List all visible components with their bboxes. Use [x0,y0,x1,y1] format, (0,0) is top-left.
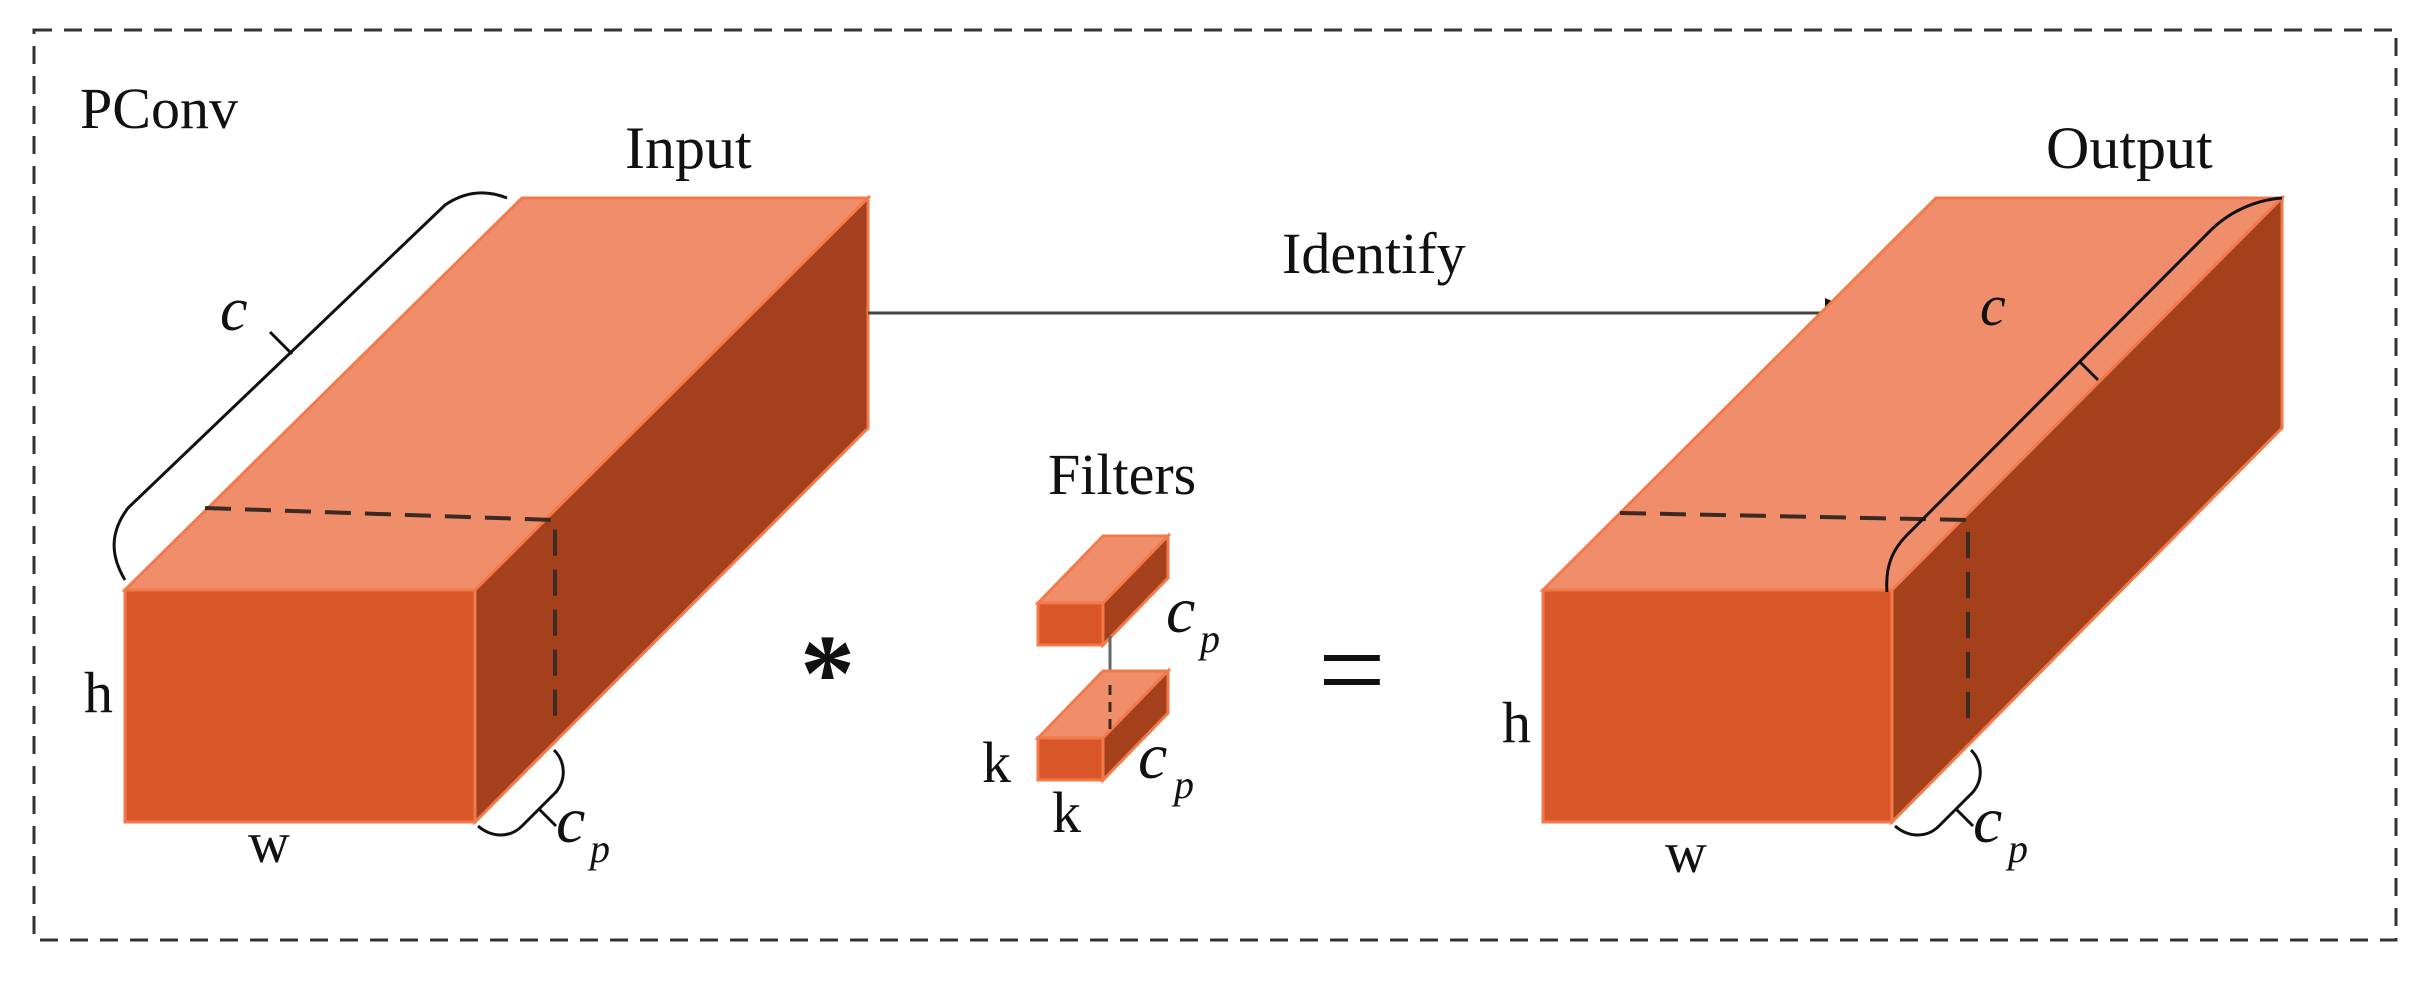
input-partial-sub: p [587,826,610,871]
diagram-title: PConv [80,76,238,141]
equals-operator: = [1318,603,1386,736]
input-tensor [112,191,872,837]
filter-kernel-height-label: k [982,730,1011,795]
convolve-operator: * [800,612,855,734]
filter-top-channel-sub: p [1197,616,1220,661]
output-channel-label: c [1980,273,2006,338]
output-partial-sub: p [2005,826,2028,871]
input-partial-brace-tick [537,807,558,828]
filter-top-channel-label: c [1166,574,1195,647]
output-height-label: h [1502,690,1531,755]
filter-top-front-face [1036,601,1105,647]
input-label: Input [625,115,752,181]
output-partial-slice [1619,511,1970,730]
filters-label: Filters [1048,442,1196,507]
filter-kernel-width-label: k [1052,780,1081,845]
output-channel-brace [1885,196,2283,593]
input-channel-brace-tick [268,330,294,356]
output-width-label: w [1665,820,1707,885]
output-partial-brace-tick [1954,807,1975,828]
filter-top [1034,532,1172,649]
input-width-label: w [248,810,290,875]
input-front-face [123,588,477,824]
output-tensor [1539,194,2286,837]
output-partial-label: c [1973,784,2002,857]
filter-bottom-channel-sub: p [1171,762,1194,807]
outer-dashed-frame [32,28,2398,942]
filter-bottom [1034,667,1172,784]
input-channel-label: c [220,276,248,344]
input-channel-brace [112,191,508,581]
input-height-label: h [84,660,113,725]
output-front-face [1541,588,1894,824]
filter-bottom-channel-label: c [1138,720,1167,793]
input-partial-slice [204,506,557,730]
output-label: Output [2046,115,2213,181]
output-channel-brace-tick [2078,360,2100,382]
filter-bottom-front-face [1036,736,1105,782]
input-partial-label: c [556,784,585,857]
identity-label: Identify [1282,221,1466,286]
